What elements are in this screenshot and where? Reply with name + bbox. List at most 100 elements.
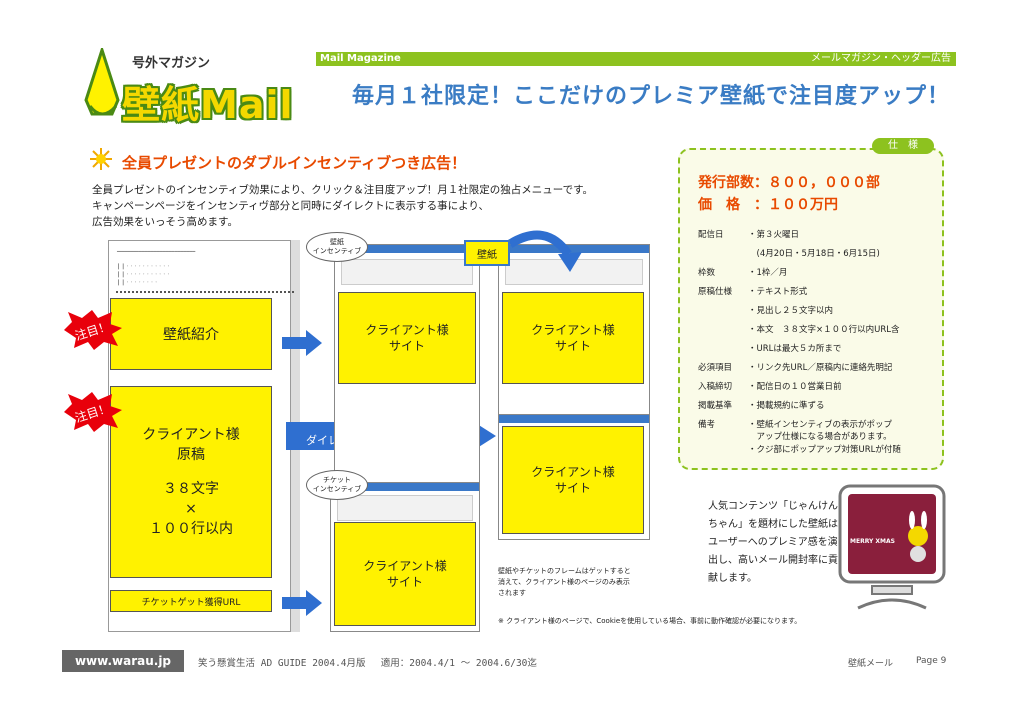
page-number: Page 9 bbox=[916, 656, 947, 666]
spec-value: ・テキスト形式 bbox=[748, 287, 808, 297]
email-preview-line: ┃ ┃ ･ ･ ･ ･ ･ ･ ･ ･ bbox=[117, 280, 158, 286]
promo-line: ちゃん」を題材にした壁紙は、 bbox=[708, 519, 848, 530]
client-line: サイト bbox=[386, 575, 423, 589]
spec-key: 備考 bbox=[698, 420, 716, 430]
spec-key: 掲載基準 bbox=[698, 401, 733, 411]
header-bar bbox=[316, 52, 956, 66]
price: 価 格 ：１００万円 bbox=[698, 197, 838, 213]
spec-value: ・第３火曜日 bbox=[748, 230, 800, 240]
spec-row: ・本文 ３８文字×１００行以内URL含 bbox=[698, 323, 900, 335]
client-line: サイト bbox=[388, 339, 425, 353]
attention-burst-icon: 注目！ bbox=[64, 392, 122, 432]
bubble-line: インセンティブ bbox=[312, 485, 362, 493]
wallpaper-tag: 壁紙 bbox=[464, 240, 510, 266]
ticket-url-label: チケットゲット獲得URL bbox=[141, 597, 241, 608]
promo-line: ユーザーへのプレミア感を演 bbox=[708, 537, 838, 548]
promo-line: 献します。 bbox=[708, 573, 757, 584]
client-line: クライアント様 bbox=[531, 465, 615, 479]
logo-subtitle: 号外マガジン bbox=[132, 56, 211, 71]
promo-text: 人気コンテンツ「じゃんけん ちゃん」を題材にした壁紙は、 ユーザーへのプレミア感… bbox=[708, 498, 848, 588]
email-preview-line: ┃ ┃ ･ ･ ･ ･ ･ ･ ･ ･ ･ ･ ･ bbox=[117, 272, 170, 278]
client-line: クライアント様 bbox=[531, 323, 615, 337]
spec-value: ・URLは最大５カ所まで bbox=[748, 344, 842, 354]
spec-value: ・配信日の１０営業日前 bbox=[748, 382, 842, 392]
client-line: クライアント様 bbox=[363, 559, 447, 573]
frame-note-line: 消えて、クライアント様のページのみ表示 bbox=[498, 578, 630, 586]
spec-row: ・クジ部にポップアップ対策URLが付随 bbox=[698, 443, 901, 455]
spec-value: ・壁紙インセンティブの表示がポップ bbox=[748, 420, 892, 430]
spec-key bbox=[698, 443, 748, 455]
client-line: サイト bbox=[554, 339, 591, 353]
monitor-icon bbox=[838, 484, 946, 610]
wallpaper-intro-box: 壁紙紹介 bbox=[110, 298, 272, 370]
spec-row: 原稿仕様 ・テキスト形式 bbox=[698, 285, 807, 297]
email-preview-line: ┃ ┃ ･ ･ ･ ･ ･ ･ ･ ･ ･ ･ ･ bbox=[117, 264, 170, 270]
frame-note-line: 壁紙やチケットのフレームはゲットすると bbox=[498, 567, 631, 575]
client-site-box: クライアント様 サイト bbox=[502, 292, 644, 384]
email-preview-header-text: ━━━━━━━━━━━━━━━━━━━━━━━━━━ bbox=[117, 249, 196, 255]
spec-row: ・URLは最大５カ所まで bbox=[698, 342, 841, 354]
frame-note: 壁紙やチケットのフレームはゲットすると 消えて、クライアント様のページのみ表示 … bbox=[498, 566, 631, 599]
window-title-bar bbox=[499, 245, 649, 253]
spec-value: ・1枠／月 bbox=[748, 268, 788, 278]
window-title-bar bbox=[335, 245, 479, 253]
spec-row: 配信日・第３火曜日 bbox=[698, 228, 799, 240]
promo-line: 出し、高いメール開封率に貢 bbox=[708, 555, 838, 566]
footer-guide-text: 笑う懸賞生活 AD GUIDE 2004.4月版 適用：2004.4/1 ～ 2… bbox=[198, 658, 537, 669]
logo-title: 壁紙Mail bbox=[122, 83, 294, 127]
header-bar-left: Mail Magazine bbox=[320, 53, 401, 64]
bubble-line: チケット bbox=[323, 476, 351, 484]
spec-key: 入稿締切 bbox=[698, 382, 733, 392]
client-line: クライアント様 bbox=[365, 323, 449, 337]
spec-key bbox=[698, 430, 748, 442]
intro-line: 全員プレゼントのインセンティブ効果により、クリック＆注目度アップ！月１社限定の独… bbox=[92, 184, 594, 196]
spec-key bbox=[698, 342, 748, 354]
spec-value: ・クジ部にポップアップ対策URLが付随 bbox=[748, 445, 901, 455]
bubble-line: 壁紙 bbox=[330, 238, 344, 246]
monitor-screen-title: MERRY XMAS bbox=[850, 538, 895, 545]
ticket-banner bbox=[337, 495, 473, 521]
window-title-bar bbox=[499, 415, 649, 423]
site-url-badge: www.warau.jp bbox=[62, 650, 184, 672]
spec-row: 枠数・1枠／月 bbox=[698, 266, 787, 278]
frame-note-line: されます bbox=[498, 589, 526, 597]
spec-value: ・本文 ３８文字×１００行以内URL含 bbox=[748, 325, 900, 335]
intro-line: 広告効果をいっそう高めます。 bbox=[92, 216, 238, 228]
right-arrow-icon bbox=[282, 330, 322, 356]
email-divider bbox=[116, 291, 294, 294]
spec-row: 掲載基準・掲載規約に準ずる bbox=[698, 399, 825, 411]
spec-tab: 仕 様 bbox=[872, 138, 934, 154]
spec-row: 必須項目・リンク先URL／原稿内に連絡先明記 bbox=[698, 361, 892, 373]
original-line: クライアント様 bbox=[142, 427, 240, 443]
cookie-note: ※ クライアント様のページで、Cookieを使用している場合、事前に動作確認が必… bbox=[498, 617, 802, 625]
spec-value: (4月20日・5月18日・6月15日) bbox=[748, 249, 880, 259]
wallpaper-incentive-bubble: 壁紙 インセンティブ bbox=[306, 232, 368, 262]
intro-text: 全員プレゼントのインセンティブ効果により、クリック＆注目度アップ！月１社限定の独… bbox=[92, 182, 593, 230]
promo-line: 人気コンテンツ「じゃんけん bbox=[708, 501, 838, 512]
wallpaper-banner bbox=[341, 259, 473, 285]
spec-row: (4月20日・5月18日・6月15日) bbox=[698, 247, 880, 259]
right-arrow-icon bbox=[282, 590, 322, 616]
pencil-logo-icon bbox=[84, 48, 120, 116]
client-original-box: クライアント様 原稿 ３８文字 × １００行以内 bbox=[110, 386, 272, 578]
spec-row: 入稿締切 ・配信日の１０営業日前 bbox=[698, 380, 842, 392]
page-headline: 毎月１社限定！ここだけのプレミア壁紙で注目度アップ！ bbox=[352, 83, 951, 109]
spec-key bbox=[698, 247, 748, 259]
spec-key: 原稿仕様 bbox=[698, 287, 733, 297]
spec-box bbox=[678, 148, 944, 470]
header-bar-right: メールマガジン・ヘッダー広告 bbox=[811, 53, 951, 64]
attention-burst-icon: 注目！ bbox=[64, 310, 122, 350]
sun-star-icon bbox=[90, 148, 112, 170]
client-site-box: クライアント様 サイト bbox=[338, 292, 476, 384]
section-title: 全員プレゼントのダブルインセンティブつき広告！ bbox=[122, 154, 467, 172]
spec-row: ・見出し２５文字以内 bbox=[698, 304, 833, 316]
wallpaper-intro-label: 壁紙紹介 bbox=[163, 327, 219, 343]
ticket-incentive-bubble: チケット インセンティブ bbox=[306, 470, 368, 500]
spec-key bbox=[698, 323, 748, 335]
original-line: ３８文字 bbox=[163, 481, 219, 497]
client-site-box: クライアント様 サイト bbox=[502, 426, 644, 534]
bubble-line: インセンティブ bbox=[312, 247, 362, 255]
spec-value: アップ仕様になる場合があります。 bbox=[748, 432, 892, 442]
intro-line: キャンペーンページをインセンティヴ部分と同時にダイレクトに表示する事により、 bbox=[92, 200, 490, 212]
spec-key: 必須項目 bbox=[698, 363, 733, 373]
